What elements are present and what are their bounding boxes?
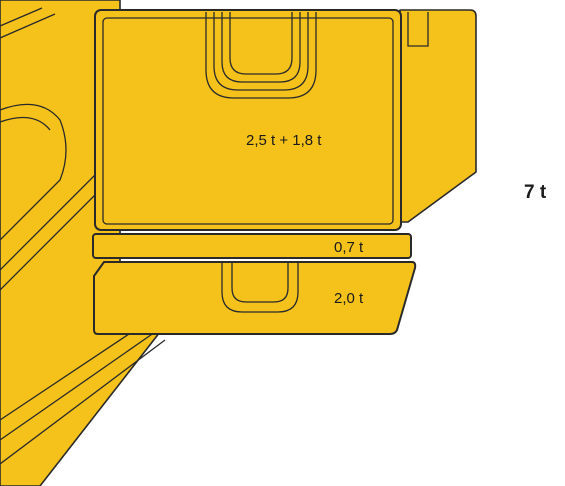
spacer-plate — [92, 233, 412, 259]
lower-block-label: 2,0 t — [334, 290, 364, 307]
spacer-label: 0,7 t — [334, 239, 364, 256]
upper-weight-block — [94, 9, 402, 231]
rear-housing — [399, 9, 477, 223]
boom-lines — [0, 7, 166, 465]
total-weight-label: 7 t — [524, 182, 547, 203]
upper-block-label: 2,5 t + 1,8 t — [246, 132, 322, 149]
lower-lifting-eye — [221, 262, 299, 313]
upper-lifting-eye — [205, 12, 317, 99]
lower-weight-block — [93, 261, 417, 335]
